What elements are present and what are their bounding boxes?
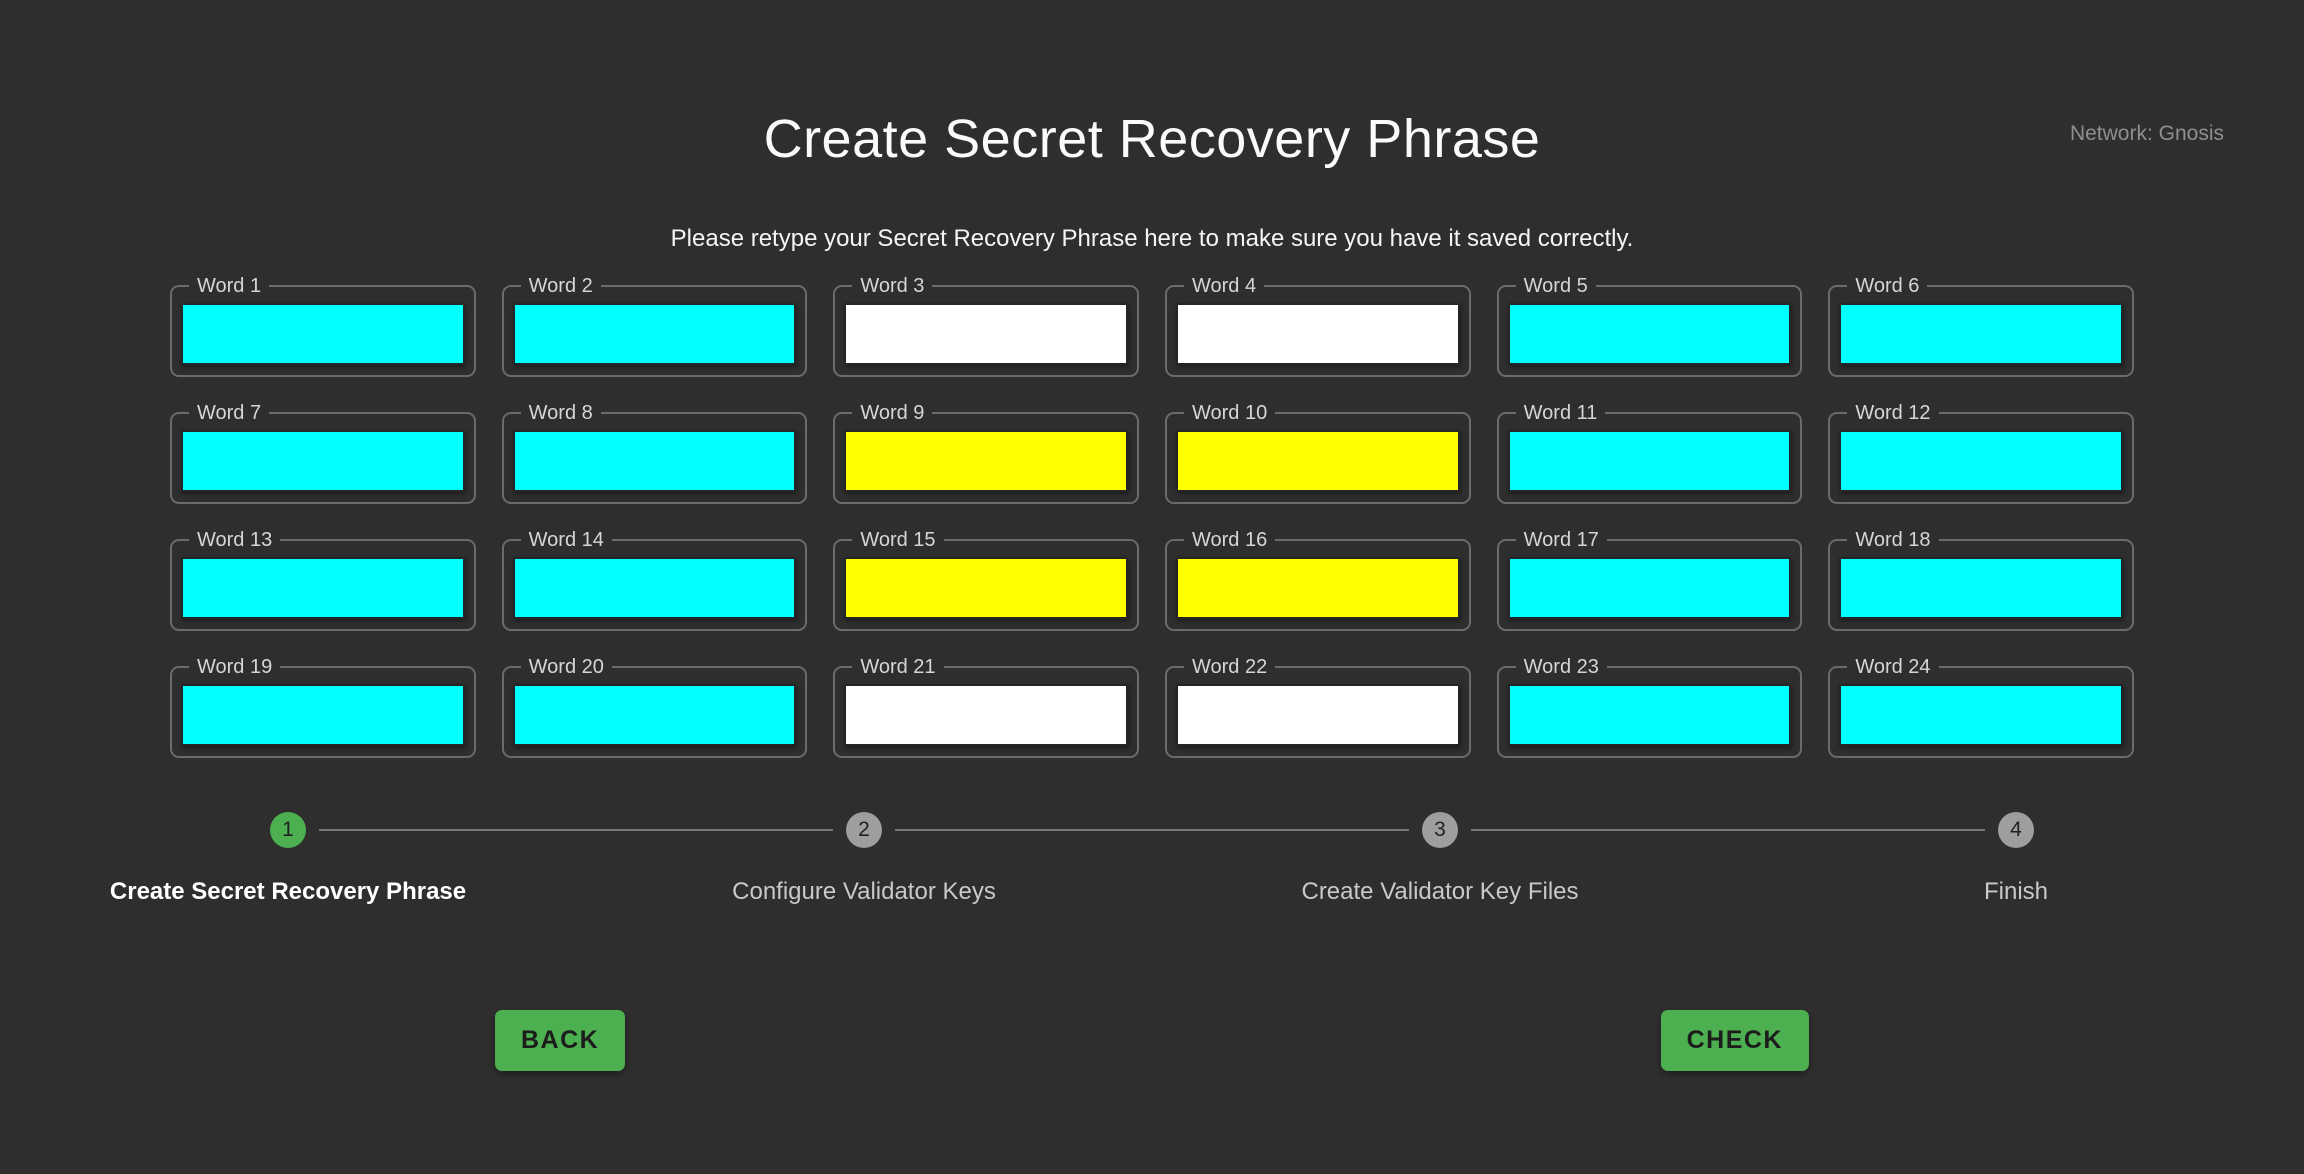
word-10-label: Word 10 xyxy=(1191,402,1268,424)
word-2-label: Word 2 xyxy=(528,275,593,297)
word-11-label: Word 11 xyxy=(1523,402,1598,424)
word-17-input[interactable] xyxy=(1507,557,1792,619)
word-9-input[interactable] xyxy=(844,430,1128,492)
word-20-input[interactable] xyxy=(512,684,797,746)
word-16-label: Word 16 xyxy=(1191,529,1268,551)
word-20-field: Word 20 xyxy=(501,656,808,758)
word-14-field: Word 14 xyxy=(501,529,808,631)
word-1-field: Word 1 xyxy=(170,275,476,377)
word-5-field: Word 5 xyxy=(1496,275,1803,377)
word-8-input[interactable] xyxy=(512,430,797,492)
word-14-input[interactable] xyxy=(512,557,797,619)
step-2: 2 Configure Validator Keys xyxy=(319,812,1152,906)
word-8-label: Word 8 xyxy=(528,402,593,424)
word-10-input[interactable] xyxy=(1175,430,1460,492)
step-4-label: Finish xyxy=(1983,878,2049,905)
word-9-label: Word 9 xyxy=(860,402,925,424)
word-16-field: Word 16 xyxy=(1164,529,1471,631)
word-11-field: Word 11 xyxy=(1496,402,1803,504)
word-7-input[interactable] xyxy=(181,430,465,492)
word-12-label: Word 12 xyxy=(1855,402,1931,424)
word-21-label: Word 21 xyxy=(860,656,936,678)
word-6-input[interactable] xyxy=(1839,303,2123,365)
word-13-label: Word 13 xyxy=(197,529,273,551)
word-16-input[interactable] xyxy=(1175,557,1460,619)
step-1: 1 Create Secret Recovery Phrase xyxy=(0,812,576,906)
word-1-label: Word 1 xyxy=(197,275,262,297)
word-18-input[interactable] xyxy=(1839,557,2123,619)
word-23-input[interactable] xyxy=(1507,684,1792,746)
network-indicator: Network: Gnosis xyxy=(2069,122,2224,145)
word-24-input[interactable] xyxy=(1839,684,2123,746)
word-8-field: Word 8 xyxy=(501,402,808,504)
word-6-field: Word 6 xyxy=(1828,275,2134,377)
word-22-input[interactable] xyxy=(1175,684,1460,746)
recovery-phrase-grid: Word 1 Word 2 Word 3 Word 4 Word 5 Word … xyxy=(170,275,2134,758)
progress-stepper: 1 Create Secret Recovery Phrase 2 Config… xyxy=(0,812,2304,906)
word-15-input[interactable] xyxy=(844,557,1128,619)
word-17-label: Word 17 xyxy=(1523,529,1599,551)
page-subtitle: Please retype your Secret Recovery Phras… xyxy=(670,225,1634,252)
word-3-label: Word 3 xyxy=(860,275,925,297)
word-4-field: Word 4 xyxy=(1164,275,1471,377)
word-4-label: Word 4 xyxy=(1191,275,1257,297)
step-1-circle: 1 xyxy=(270,812,306,848)
actions-row: BACK CHECK xyxy=(0,1010,2304,1071)
word-7-label: Word 7 xyxy=(197,402,262,424)
word-23-label: Word 23 xyxy=(1523,656,1599,678)
page-title: Create Secret Recovery Phrase xyxy=(763,109,1541,169)
word-22-field: Word 22 xyxy=(1164,656,1471,758)
word-2-field: Word 2 xyxy=(501,275,808,377)
step-3-circle: 3 xyxy=(1422,812,1458,848)
word-3-field: Word 3 xyxy=(833,275,1139,377)
word-18-field: Word 18 xyxy=(1828,529,2134,631)
word-10-field: Word 10 xyxy=(1164,402,1471,504)
word-24-label: Word 24 xyxy=(1855,656,1931,678)
word-1-input[interactable] xyxy=(181,303,465,365)
word-4-input[interactable] xyxy=(1175,303,1460,365)
word-5-label: Word 5 xyxy=(1523,275,1588,297)
step-2-circle: 2 xyxy=(846,812,882,848)
word-23-field: Word 23 xyxy=(1496,656,1803,758)
step-connector-2-3 xyxy=(895,829,1409,831)
word-21-input[interactable] xyxy=(844,684,1128,746)
step-3: 3 Create Validator Key Files xyxy=(895,812,1728,906)
word-20-label: Word 20 xyxy=(528,656,604,678)
step-4: 4 Finish xyxy=(1471,812,2304,906)
word-24-field: Word 24 xyxy=(1828,656,2134,758)
word-22-label: Word 22 xyxy=(1191,656,1268,678)
word-7-field: Word 7 xyxy=(170,402,476,504)
word-14-label: Word 14 xyxy=(528,529,604,551)
word-15-field: Word 15 xyxy=(833,529,1139,631)
back-button[interactable]: BACK xyxy=(495,1010,626,1071)
step-connector-3-4 xyxy=(1471,829,1985,831)
word-9-field: Word 9 xyxy=(833,402,1139,504)
check-button[interactable]: CHECK xyxy=(1660,1010,1809,1071)
step-1-label: Create Secret Recovery Phrase xyxy=(109,878,467,905)
word-19-field: Word 19 xyxy=(170,656,476,758)
word-15-label: Word 15 xyxy=(860,529,936,551)
step-2-label: Configure Validator Keys xyxy=(732,878,996,905)
word-13-input[interactable] xyxy=(181,557,465,619)
word-17-field: Word 17 xyxy=(1496,529,1803,631)
word-18-label: Word 18 xyxy=(1855,529,1931,551)
word-11-input[interactable] xyxy=(1507,430,1792,492)
word-12-field: Word 12 xyxy=(1828,402,2134,504)
word-19-label: Word 19 xyxy=(197,656,273,678)
step-4-circle: 4 xyxy=(1998,812,2034,848)
word-21-field: Word 21 xyxy=(833,656,1139,758)
word-2-input[interactable] xyxy=(512,303,797,365)
word-19-input[interactable] xyxy=(181,684,465,746)
word-13-field: Word 13 xyxy=(170,529,476,631)
step-3-label: Create Validator Key Files xyxy=(1301,878,1579,905)
word-3-input[interactable] xyxy=(844,303,1128,365)
step-connector-1-2 xyxy=(319,829,833,831)
word-6-label: Word 6 xyxy=(1855,275,1920,297)
word-12-input[interactable] xyxy=(1839,430,2123,492)
word-5-input[interactable] xyxy=(1507,303,1792,365)
